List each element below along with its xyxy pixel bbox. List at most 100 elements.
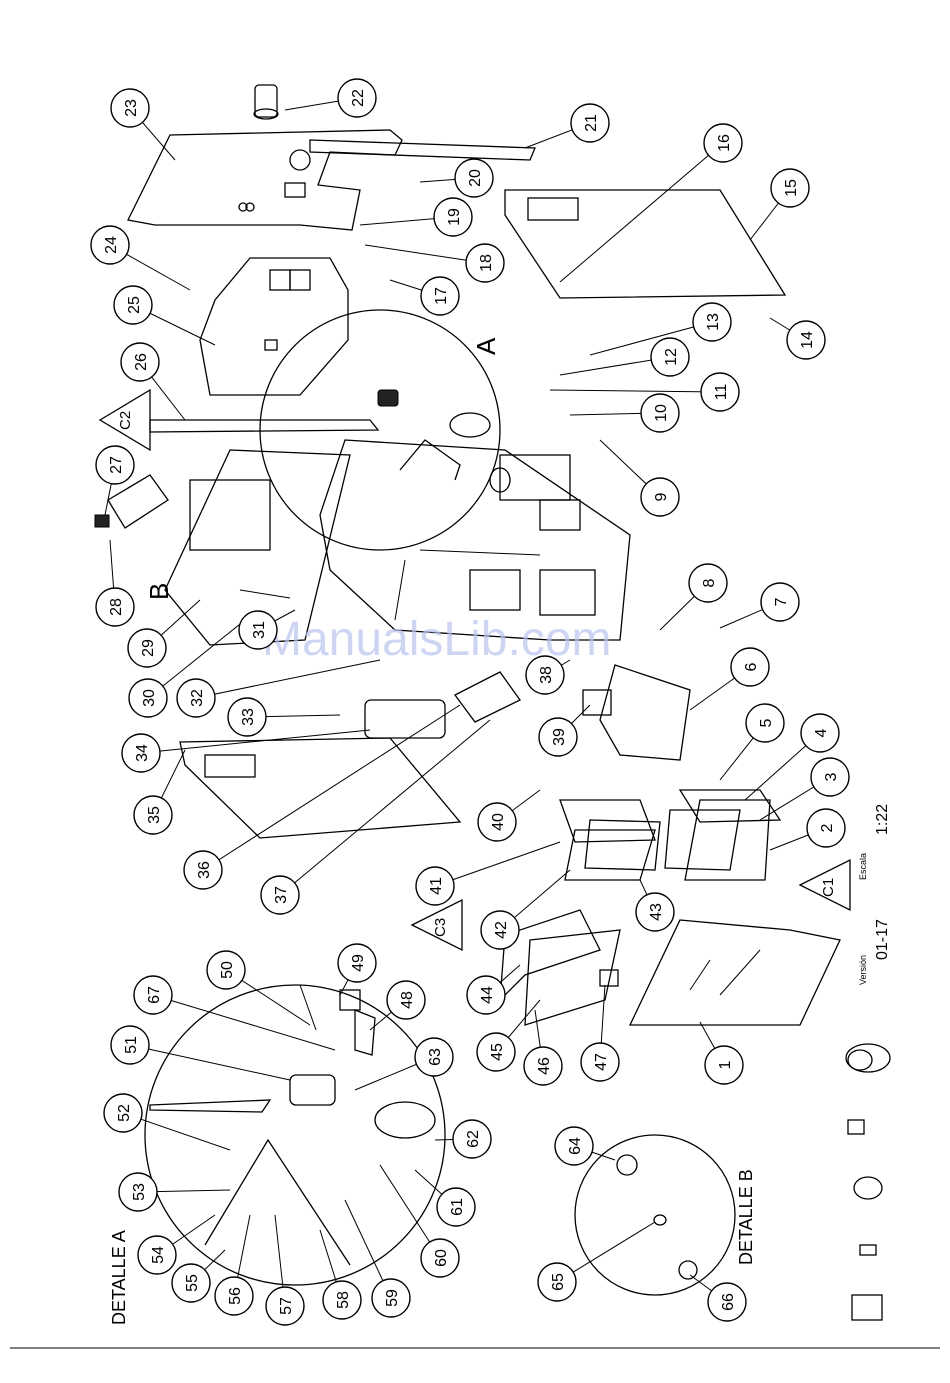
callout-61: 61 [437, 1188, 475, 1226]
part-upper-frame-bar [150, 420, 378, 432]
callout-number-34: 34 [134, 744, 151, 762]
callout-39: 39 [539, 718, 577, 756]
callout-55: 55 [172, 1264, 210, 1302]
callout-number-64: 64 [567, 1137, 584, 1155]
view-b-label: B [144, 583, 174, 600]
callout-number-59: 59 [384, 1289, 401, 1307]
callout-number-23: 23 [123, 99, 140, 117]
callout-38: 38 [526, 656, 564, 694]
callout-number-66: 66 [720, 1293, 737, 1311]
callout-22: 22 [338, 79, 376, 117]
callout-number-14: 14 [799, 331, 816, 349]
callout-number-7: 7 [773, 597, 790, 606]
callout-41: 41 [416, 867, 454, 905]
scale-label: Escala [858, 853, 868, 880]
callout-number-12: 12 [663, 348, 680, 366]
callout-number-38: 38 [538, 666, 555, 684]
callout-33: 33 [228, 698, 266, 736]
callout-48: 48 [387, 981, 425, 1019]
callout-46: 46 [524, 1047, 562, 1085]
part-ash-drawer [583, 665, 690, 760]
callout-number-67: 67 [146, 986, 163, 1004]
part-side-panel-right [505, 190, 785, 298]
callout-number-11: 11 [713, 384, 730, 401]
part-side-panel-left [180, 738, 460, 838]
part-small-lid [95, 475, 168, 528]
callout-number-63: 63 [427, 1048, 444, 1066]
callout-number-42: 42 [493, 921, 510, 939]
callout-7: 7 [761, 583, 799, 621]
callout-40: 40 [478, 803, 516, 841]
detail-a-title: DETALLE A [109, 1230, 129, 1325]
callout-63: 63 [415, 1038, 453, 1076]
callout-number-58: 58 [335, 1291, 352, 1309]
callout-65: 65 [538, 1263, 576, 1301]
scale-value: 1:22 [874, 804, 891, 835]
callout-25: 25 [114, 286, 152, 324]
section-label-c1: C1 [820, 878, 837, 897]
callout-4: 4 [801, 714, 839, 752]
callout-number-29: 29 [140, 639, 157, 657]
callout-number-22: 22 [350, 89, 367, 107]
callout-37: 37 [261, 876, 299, 914]
callout-number-62: 62 [465, 1130, 482, 1148]
section-label-c3: C3 [432, 918, 449, 937]
callout-54: 54 [138, 1236, 176, 1274]
callout-number-5: 5 [758, 718, 775, 727]
callout-12: 12 [651, 338, 689, 376]
callout-43: 43 [636, 893, 674, 931]
part-filter [365, 700, 445, 738]
callout-3: 3 [811, 758, 849, 796]
callout-number-41: 41 [428, 877, 445, 895]
callout-number-28: 28 [108, 598, 125, 616]
callout-number-36: 36 [196, 861, 213, 879]
callout-26: 26 [121, 343, 159, 381]
leader-line-41 [435, 842, 560, 886]
callout-number-52: 52 [116, 1104, 133, 1122]
callout-number-60: 60 [433, 1249, 450, 1267]
callout-number-8: 8 [701, 578, 718, 587]
callout-number-24: 24 [103, 236, 120, 254]
callout-11: 11 [701, 373, 739, 411]
loose-fittings-column [846, 1044, 890, 1320]
callout-49: 49 [338, 944, 376, 982]
callout-62: 62 [453, 1120, 491, 1158]
callout-56: 56 [215, 1277, 253, 1315]
callout-number-33: 33 [240, 708, 257, 726]
detail-a-large-circle [145, 985, 445, 1285]
callout-19: 19 [434, 198, 472, 236]
callout-53: 53 [119, 1173, 157, 1211]
callout-16: 16 [704, 124, 742, 162]
callout-2: 2 [807, 809, 845, 847]
callout-number-2: 2 [819, 823, 836, 832]
callout-number-50: 50 [219, 961, 236, 979]
callout-8: 8 [689, 564, 727, 602]
callout-50: 50 [207, 951, 245, 989]
version-label: Versión [858, 955, 868, 985]
callout-number-16: 16 [716, 134, 733, 152]
part-main-body-frame [320, 440, 630, 640]
callout-66: 66 [708, 1283, 746, 1321]
callout-number-53: 53 [131, 1183, 148, 1201]
callout-number-6: 6 [743, 662, 760, 671]
callout-60: 60 [421, 1239, 459, 1277]
leader-line-16 [560, 143, 723, 282]
callout-58: 58 [323, 1281, 361, 1319]
part-bracket [455, 672, 520, 722]
callout-number-1: 1 [717, 1060, 734, 1069]
callout-32: 32 [177, 679, 215, 717]
callout-number-27: 27 [108, 456, 125, 474]
callout-number-9: 9 [653, 492, 670, 501]
callout-36: 36 [184, 851, 222, 889]
callout-number-40: 40 [490, 813, 507, 831]
section-triangle-c3: C3 [412, 900, 462, 950]
callout-64: 64 [555, 1127, 593, 1165]
callout-13: 13 [693, 303, 731, 341]
callout-42: 42 [481, 911, 519, 949]
callout-44: 44 [467, 976, 505, 1014]
callout-45: 45 [477, 1033, 515, 1071]
callout-35: 35 [134, 796, 172, 834]
callout-number-44: 44 [479, 986, 496, 1004]
callout-29: 29 [128, 629, 166, 667]
